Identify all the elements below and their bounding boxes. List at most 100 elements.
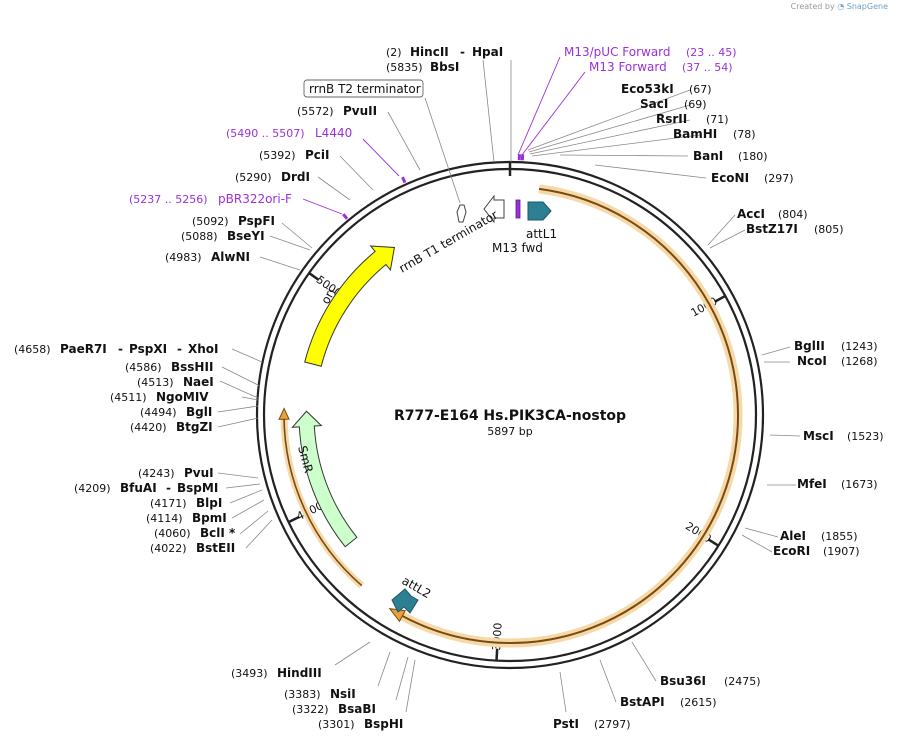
feature-attl1[interactable]: attL1 xyxy=(526,227,557,241)
site-paer7i-sep1: - xyxy=(118,342,123,356)
site-bfuai-sep: - xyxy=(166,481,171,495)
smr-feature[interactable] xyxy=(291,410,358,548)
feature-ori-label[interactable]: ori xyxy=(318,286,338,306)
site-bsu36i-pos: (2475) xyxy=(724,675,761,688)
site-bsshii[interactable]: BssHII xyxy=(171,360,213,374)
site-bstapi[interactable]: BstAPI xyxy=(620,695,665,709)
site-paer7i[interactable]: PaeR7I xyxy=(60,342,107,356)
site-eco53ki[interactable]: Eco53kI xyxy=(621,82,674,96)
primer-m13puc-forward[interactable]: M13/pUC Forward xyxy=(564,45,671,59)
site-bstz17i[interactable]: BstZ17I xyxy=(746,222,798,236)
site-saci-pos: (69) xyxy=(684,98,707,111)
site-mfei[interactable]: MfeI xyxy=(797,477,827,491)
site-bglii[interactable]: BglII xyxy=(794,339,825,353)
site-ecori[interactable]: EcoRI xyxy=(773,544,810,558)
site-ncoi-pos: (1268) xyxy=(841,355,878,368)
site-bamhi-pos: (78) xyxy=(733,128,756,141)
site-bani[interactable]: BanI xyxy=(693,149,723,163)
site-pcii-pos: (5392) xyxy=(259,149,296,162)
site-xhoi[interactable]: XhoI xyxy=(188,342,219,356)
feature-rrnb-t1-terminator[interactable]: rrnB T1 terminator xyxy=(397,208,501,276)
primer-leaders xyxy=(302,56,586,215)
site-bsu36i[interactable]: Bsu36I xyxy=(660,674,706,688)
primer-mark-3[interactable] xyxy=(342,213,349,220)
site-hincii-pos: (2) xyxy=(386,46,402,59)
orf-arc[interactable] xyxy=(397,187,739,644)
site-saci[interactable]: SacI xyxy=(640,97,668,111)
site-hindiii[interactable]: HindIII xyxy=(277,666,322,680)
feature-m13-fwd[interactable]: M13 fwd xyxy=(492,241,543,255)
orf2-arrowhead xyxy=(278,407,290,420)
site-paer7i-sep2: - xyxy=(177,342,182,356)
site-bstz17i-pos: (805) xyxy=(814,223,844,236)
site-bsabi[interactable]: BsaBI xyxy=(338,702,376,716)
site-blpi[interactable]: BlpI xyxy=(196,496,222,510)
site-acci-pos: (804) xyxy=(778,208,808,221)
snapgene-logo-icon: ◔ xyxy=(837,2,845,11)
site-eco53ki-pos: (67) xyxy=(689,83,712,96)
primer-m13-forward-range: (37 .. 54) xyxy=(682,61,733,74)
scale-tick-3000 xyxy=(495,648,499,661)
site-bgli[interactable]: BglI xyxy=(186,405,212,419)
scale-tick-4000 xyxy=(287,515,300,524)
site-econi-pos: (297) xyxy=(764,172,794,185)
scale-tick-1000 xyxy=(714,294,726,303)
site-bspmi[interactable]: BspMI xyxy=(177,481,218,495)
site-bsphi-pos: (3301) xyxy=(318,718,355,731)
site-bamhi[interactable]: BamHI xyxy=(673,127,717,141)
site-bbsi-pos: (5835) xyxy=(386,61,423,74)
site-psti[interactable]: PstI xyxy=(553,717,579,731)
site-naei-pos: (4513) xyxy=(137,376,174,389)
site-rsrii[interactable]: RsrII xyxy=(656,112,687,126)
primer-l4440[interactable]: L4440 xyxy=(315,126,352,140)
site-nsii-pos: (3383) xyxy=(284,688,321,701)
site-acci[interactable]: AccI xyxy=(737,207,765,221)
site-pcii[interactable]: PciI xyxy=(305,148,330,162)
site-bani-pos: (180) xyxy=(738,150,768,163)
site-bbsi[interactable]: BbsI xyxy=(430,60,459,74)
feature-smr-label[interactable]: SmR xyxy=(295,444,316,474)
site-bcli[interactable]: BclI * xyxy=(200,526,236,540)
site-ncoi[interactable]: NcoI xyxy=(797,354,827,368)
site-msci[interactable]: MscI xyxy=(803,429,834,443)
site-btgzi[interactable]: BtgZI xyxy=(176,420,213,434)
attl2-feature[interactable] xyxy=(391,588,419,614)
site-naei[interactable]: NaeI xyxy=(183,375,214,389)
primer-mark-2[interactable] xyxy=(401,176,407,184)
site-pvui[interactable]: PvuI xyxy=(184,466,214,480)
feature-rrnb-t2-terminator[interactable]: rrnB T2 terminator xyxy=(309,82,421,96)
m13-fwd-feature[interactable] xyxy=(515,199,521,219)
site-ecori-pos: (1907) xyxy=(823,545,860,558)
site-hpai[interactable]: HpaI xyxy=(472,45,503,59)
rrnb-t2-terminator-feature[interactable] xyxy=(456,204,467,223)
attl1-feature[interactable] xyxy=(527,201,552,221)
primer-pbr322ori-f[interactable]: pBR322ori-F xyxy=(218,192,292,206)
site-bsabi-pos: (3322) xyxy=(292,703,329,716)
site-ngomiv-pos: (4511) xyxy=(110,391,147,404)
site-hincii[interactable]: HincII xyxy=(410,45,449,59)
site-pvui-pos: (4243) xyxy=(138,467,175,480)
site-bseyi[interactable]: BseYI xyxy=(227,229,265,243)
site-bsphi[interactable]: BspHI xyxy=(364,717,403,731)
site-pspxi[interactable]: PspXI xyxy=(129,342,167,356)
orf2-arc[interactable] xyxy=(283,415,363,587)
site-econi[interactable]: EcoNI xyxy=(711,171,749,185)
site-bfuai[interactable]: BfuAI xyxy=(120,481,157,495)
site-alei[interactable]: AleI xyxy=(780,529,806,543)
site-pvuii[interactable]: PvuII xyxy=(343,104,377,118)
site-nsii[interactable]: NsiI xyxy=(330,687,356,701)
site-bsteii[interactable]: BstEII xyxy=(196,541,235,555)
primer-markers xyxy=(342,154,525,220)
site-ngomiv[interactable]: NgoMIV xyxy=(156,390,209,404)
rrnb-t1-terminator-feature[interactable] xyxy=(483,194,505,224)
site-pspfi[interactable]: PspFI xyxy=(238,214,275,228)
site-bpmi[interactable]: BpmI xyxy=(192,511,227,525)
site-alwni[interactable]: AlwNI xyxy=(211,250,250,264)
scale-tick-5000 xyxy=(308,272,320,282)
ori-feature[interactable] xyxy=(304,245,395,367)
site-psti-pos: (2797) xyxy=(594,718,631,731)
site-bsteii-pos: (4022) xyxy=(150,542,187,555)
site-drdi[interactable]: DrdI xyxy=(281,170,310,184)
primer-m13-forward[interactable]: M13 Forward xyxy=(589,60,667,74)
